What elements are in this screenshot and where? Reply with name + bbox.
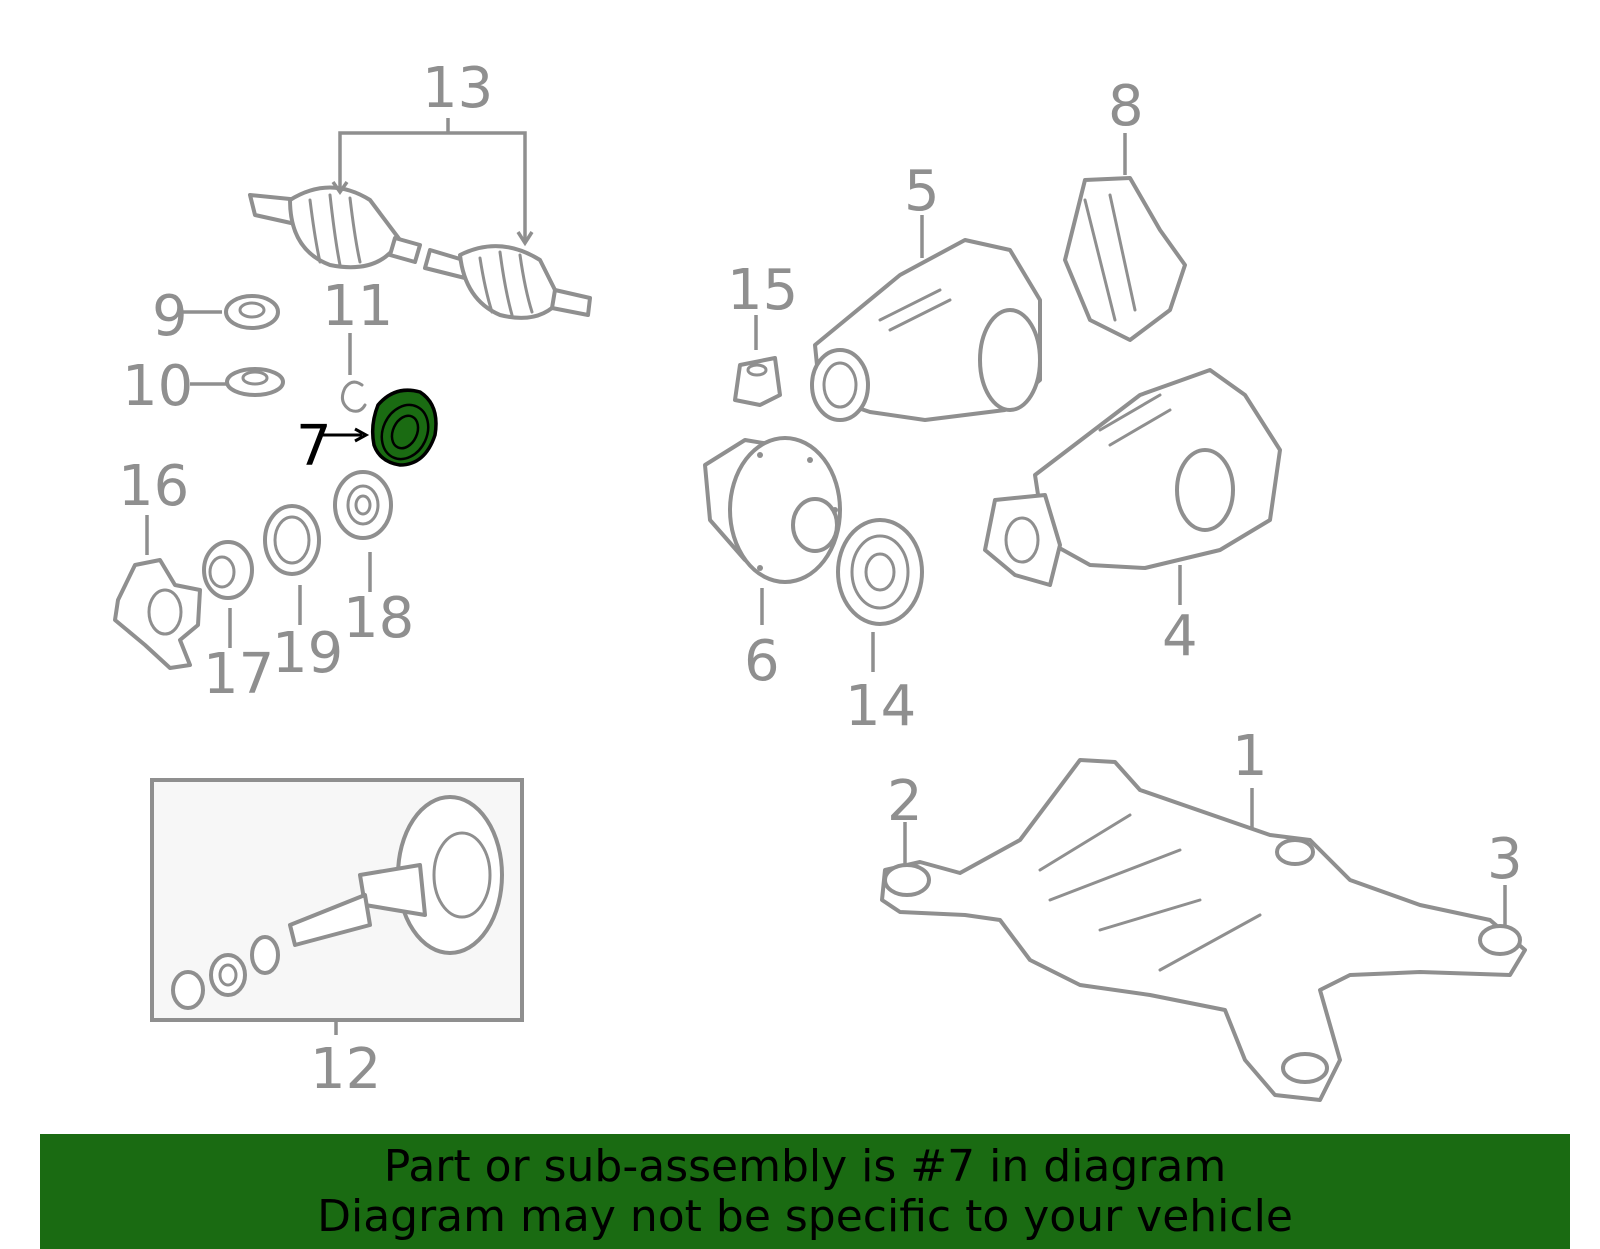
part-6-carrier[interactable] xyxy=(703,436,842,584)
part-5-housing[interactable] xyxy=(810,238,1042,422)
banner-line-1: Part or sub-assembly is #7 in diagram xyxy=(383,1141,1227,1192)
callout-4: 4 xyxy=(1162,604,1198,669)
part-1-subframe[interactable] xyxy=(880,758,1527,1102)
part-7-highlighted[interactable] xyxy=(370,388,438,467)
part-18[interactable] xyxy=(333,470,393,540)
callout-11: 11 xyxy=(322,274,393,339)
callout-8: 8 xyxy=(1108,74,1144,139)
callout-1: 1 xyxy=(1232,724,1268,789)
part-4-differential-assembly[interactable] xyxy=(983,368,1282,587)
callout-2: 2 xyxy=(887,769,923,834)
callout-7: 7 xyxy=(296,414,332,479)
callout-5: 5 xyxy=(904,159,940,224)
callout-14: 14 xyxy=(845,674,916,739)
part-19[interactable] xyxy=(263,504,321,576)
part-11-snap-ring[interactable] xyxy=(340,380,367,413)
part-14-seal[interactable] xyxy=(836,518,924,626)
part-8-cover[interactable] xyxy=(1063,176,1187,342)
callout-16: 16 xyxy=(118,454,189,519)
callout-19: 19 xyxy=(272,621,343,686)
callout-10: 10 xyxy=(122,354,193,419)
part-15-vent[interactable] xyxy=(733,356,782,407)
part-13-axle-shafts[interactable] xyxy=(248,185,592,320)
callout-18: 18 xyxy=(343,586,414,651)
callout-17: 17 xyxy=(203,642,274,707)
part-9[interactable] xyxy=(224,294,280,330)
callout-3: 3 xyxy=(1487,827,1523,892)
callout-13: 13 xyxy=(422,56,493,121)
part-16-flange[interactable] xyxy=(113,558,202,670)
part-3-bushing[interactable] xyxy=(1478,924,1522,956)
part-2-bushing[interactable] xyxy=(883,863,931,897)
part-10[interactable] xyxy=(225,367,285,397)
callout-12: 12 xyxy=(310,1037,381,1102)
info-banner: Part or sub-assembly is #7 in diagram Di… xyxy=(40,1134,1570,1249)
callout-6: 6 xyxy=(744,629,780,694)
part-17[interactable] xyxy=(202,540,254,600)
callout-9: 9 xyxy=(152,284,188,349)
callout-15: 15 xyxy=(727,258,798,323)
part-12-gear-set[interactable] xyxy=(150,778,524,1022)
banner-line-2: Diagram may not be specific to your vehi… xyxy=(317,1191,1293,1242)
